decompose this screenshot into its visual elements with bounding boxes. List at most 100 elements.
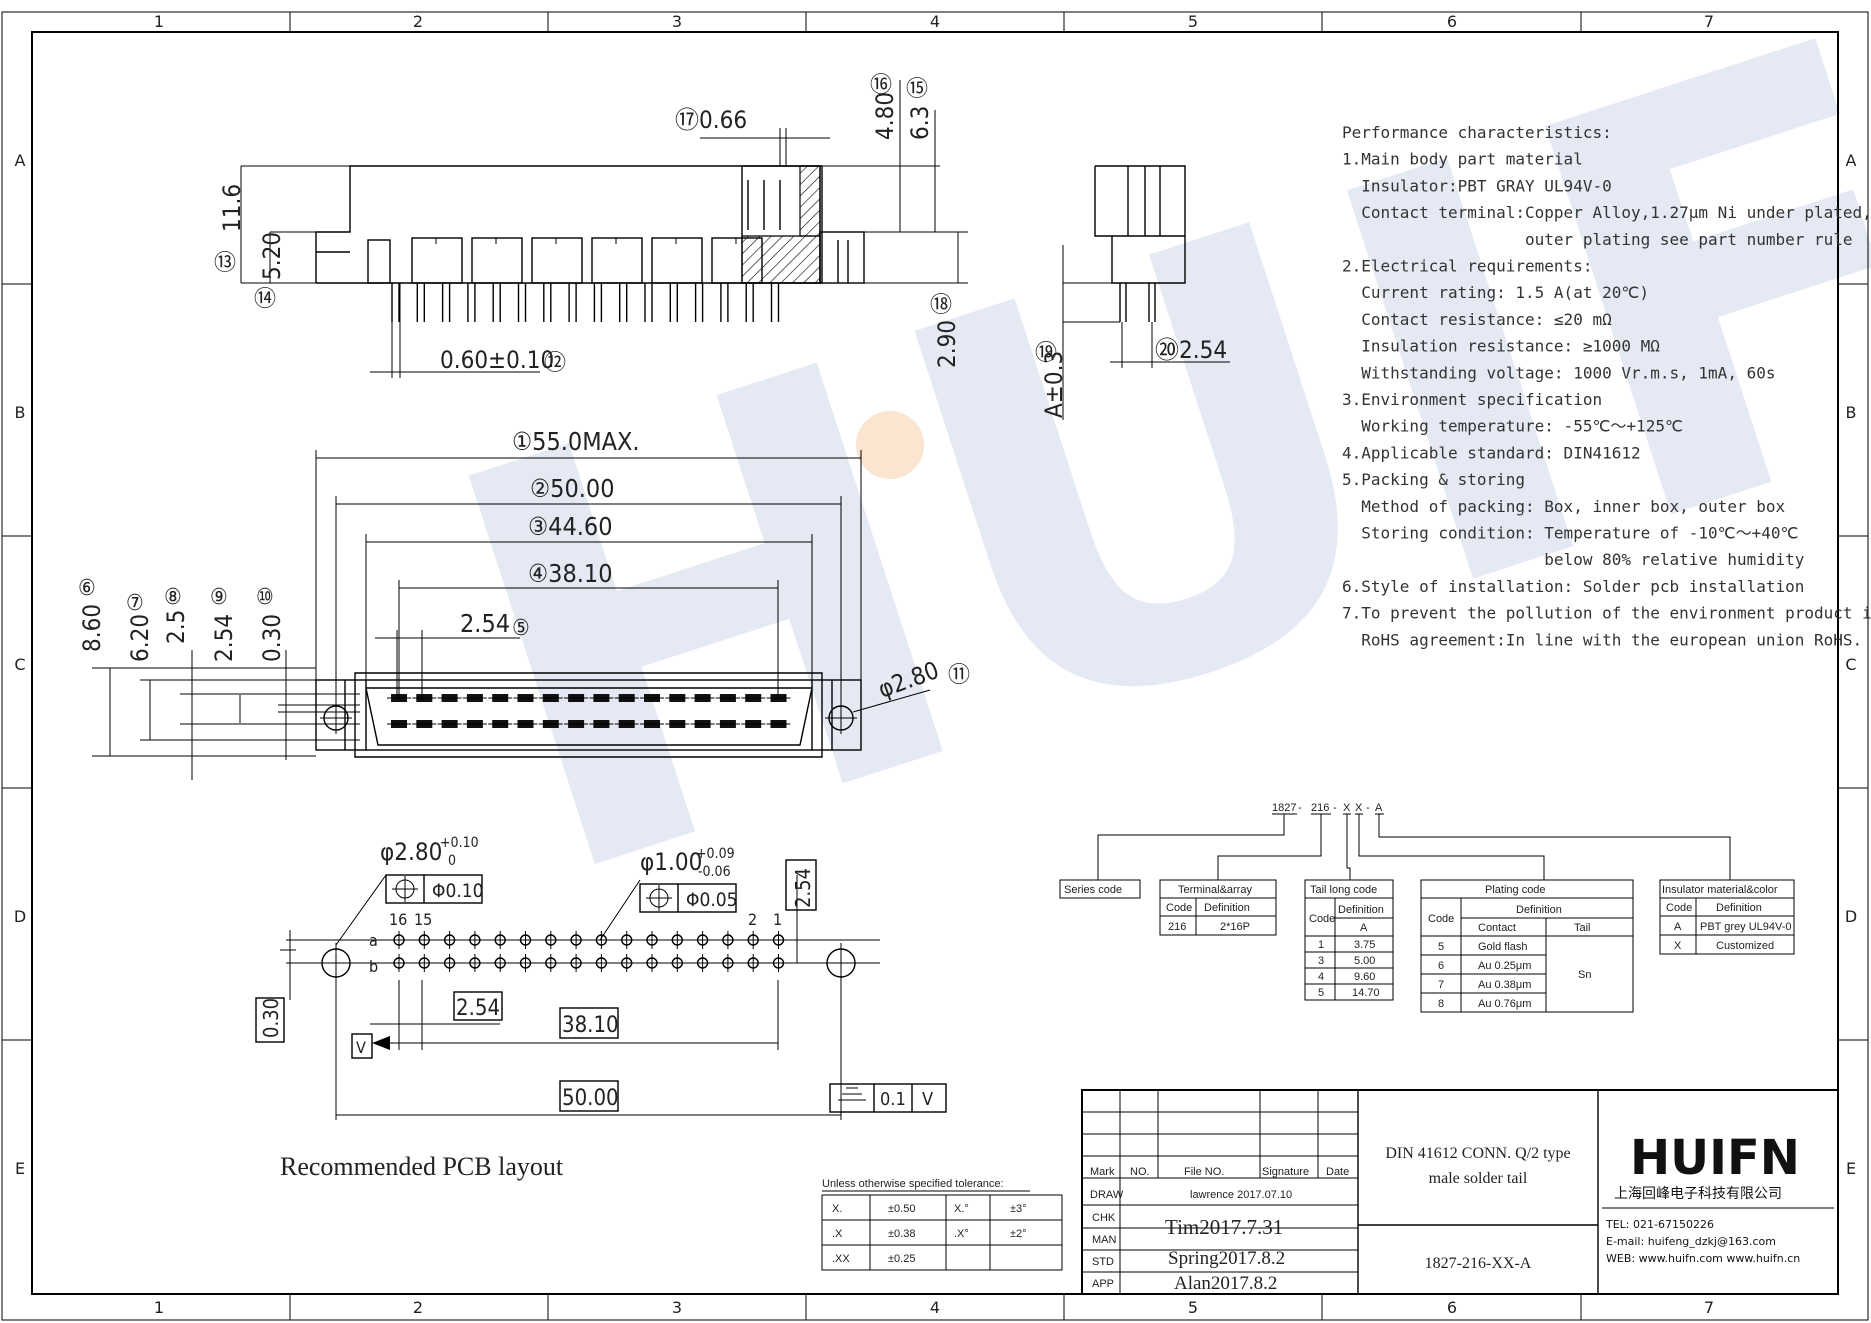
- svg-text:2*16P: 2*16P: [1220, 921, 1250, 933]
- svg-text:216: 216: [1168, 921, 1186, 933]
- performance-line: Working temperature: -55℃～+125℃: [1342, 417, 1683, 436]
- performance-line: outer plating see part number rule: [1342, 230, 1853, 249]
- title-block: Mark NO. File NO. Signature Date DRAW la…: [1081, 1089, 1839, 1295]
- performance-line: Performance characteristics:: [1342, 123, 1612, 142]
- svg-text:⑨: ⑨: [210, 585, 228, 610]
- svg-text:2.90: 2.90: [933, 320, 961, 368]
- svg-text:B: B: [15, 403, 26, 422]
- svg-text:0.30: 0.30: [259, 998, 283, 1038]
- svg-text:Definition: Definition: [1716, 902, 1762, 914]
- svg-text:φ2.80: φ2.80: [380, 838, 442, 866]
- svg-text:±0.25: ±0.25: [888, 1253, 915, 1265]
- svg-text:Terminal&array: Terminal&array: [1178, 884, 1252, 896]
- svg-text:⑬: ⑬: [214, 251, 236, 276]
- performance-line: 6.Style of installation: Solder pcb inst…: [1342, 577, 1804, 596]
- svg-text:⑥: ⑥: [78, 576, 96, 601]
- svg-text:上海回峰电子科技有限公司: 上海回峰电子科技有限公司: [1614, 1186, 1782, 1202]
- svg-text:1: 1: [1318, 939, 1324, 951]
- svg-text:A±0.3: A±0.3: [1040, 351, 1068, 418]
- svg-text:1827-216-XX-A: 1827-216-XX-A: [1425, 1255, 1532, 1272]
- svg-text:X: X: [1355, 802, 1363, 814]
- svg-text:E: E: [15, 1159, 25, 1178]
- svg-text:15: 15: [414, 910, 432, 929]
- svg-text:5: 5: [1438, 941, 1444, 953]
- svg-text:⑦: ⑦: [126, 591, 144, 616]
- svg-text:+0.09: +0.09: [696, 846, 735, 862]
- svg-text:1827: 1827: [1272, 802, 1296, 814]
- svg-text:MAN: MAN: [1092, 1234, 1117, 1246]
- svg-text:D: D: [1845, 907, 1857, 926]
- svg-text:Code: Code: [1166, 902, 1192, 914]
- svg-text:3.75: 3.75: [1354, 939, 1375, 951]
- svg-text:2.54: 2.54: [210, 614, 238, 662]
- svg-text:③44.60: ③44.60: [528, 512, 613, 541]
- part-number-rule: 1827 - 216 - X X - A Series code Termina…: [1059, 802, 1795, 1013]
- svg-text:±0.38: ±0.38: [888, 1228, 915, 1240]
- svg-text:7: 7: [1704, 1298, 1714, 1317]
- svg-text:9.60: 9.60: [1354, 971, 1375, 983]
- svg-text:8: 8: [1438, 998, 1444, 1010]
- svg-text:⑧: ⑧: [164, 585, 182, 610]
- svg-text:Date: Date: [1326, 1166, 1349, 1178]
- svg-text:File NO.: File NO.: [1184, 1166, 1224, 1178]
- svg-text:Plating code: Plating code: [1485, 884, 1546, 896]
- svg-text:0: 0: [448, 853, 456, 869]
- performance-line: Contact terminal:Copper Alloy,1.27μm Ni …: [1342, 203, 1871, 222]
- svg-text:X.: X.: [832, 1203, 842, 1215]
- svg-text:⑱: ⑱: [930, 293, 952, 318]
- svg-text:3: 3: [672, 1298, 682, 1317]
- svg-text:4: 4: [930, 12, 940, 31]
- svg-text:-0.06: -0.06: [698, 864, 731, 880]
- svg-text:E: E: [1846, 1159, 1856, 1178]
- svg-text:Φ0.10: Φ0.10: [432, 880, 484, 902]
- svg-text:⑫: ⑫: [544, 351, 566, 376]
- side-view: ⑰0.66 11.6 ⑬ 5.20 ⑭ 4.80 ⑯ 6.3 ⑮ 2.90 ⑱ …: [214, 73, 968, 378]
- pin-pocket: [471, 237, 523, 284]
- svg-text:⑲: ⑲: [1035, 341, 1057, 366]
- performance-line: Method of packing: Box, inner box, outer…: [1342, 497, 1785, 516]
- svg-text:5.00: 5.00: [1354, 955, 1375, 967]
- svg-text:.X°: .X°: [954, 1228, 969, 1240]
- pcb-layout: φ2.80 +0.10 0 Φ0.10 φ1.00 +0.09 -0.06 Φ0…: [255, 835, 947, 1181]
- end-view: A±0.3 ⑲ ⑳2.54: [1035, 165, 1230, 420]
- performance-line: Contact resistance: ≤20 mΩ: [1342, 310, 1612, 329]
- svg-text:Unless otherwise specified tol: Unless otherwise specified tolerance:: [822, 1178, 1004, 1190]
- svg-text:A: A: [1360, 922, 1368, 934]
- svg-text:⑭: ⑭: [254, 287, 276, 312]
- pin-pocket: [411, 237, 463, 284]
- svg-text:lawrence 2017.07.10: lawrence 2017.07.10: [1190, 1189, 1292, 1201]
- svg-text:Series code: Series code: [1064, 884, 1122, 896]
- svg-text:1: 1: [154, 1298, 164, 1317]
- performance-line: 3.Environment specification: [1342, 390, 1602, 409]
- svg-text:.X: .X: [832, 1228, 843, 1240]
- svg-text:2.54: 2.54: [460, 609, 510, 638]
- svg-text:5.20: 5.20: [258, 232, 286, 280]
- svg-text:Contact: Contact: [1478, 922, 1516, 934]
- svg-text:Alan2017.8.2: Alan2017.8.2: [1174, 1273, 1277, 1294]
- svg-text:1: 1: [773, 910, 782, 929]
- svg-text:TEL: 021-67150226: TEL: 021-67150226: [1605, 1218, 1714, 1231]
- svg-text:Tail long code: Tail long code: [1310, 884, 1377, 896]
- svg-text:2.54: 2.54: [456, 996, 500, 1021]
- svg-text:Sn: Sn: [1578, 969, 1591, 981]
- performance-line: 7.To prevent the pollution of the enviro…: [1342, 604, 1871, 623]
- svg-text:6.3: 6.3: [906, 106, 934, 140]
- svg-text:Recommended PCB layout: Recommended PCB layout: [280, 1152, 564, 1181]
- performance-characteristics: Performance characteristics:1.Main body …: [1342, 123, 1871, 649]
- performance-line: Current rating: 1.5 A(at 20℃): [1342, 283, 1649, 302]
- svg-text:2: 2: [748, 910, 757, 929]
- svg-text:⑩: ⑩: [256, 585, 274, 610]
- performance-line: Insulation resistance: ≥1000 MΩ: [1342, 337, 1660, 356]
- svg-text:a: a: [369, 931, 378, 950]
- svg-text:⑰0.66: ⑰0.66: [675, 106, 747, 134]
- svg-text:.XX: .XX: [832, 1253, 850, 1265]
- svg-text:2.54: 2.54: [791, 868, 815, 908]
- svg-text:Insulator material&color: Insulator material&color: [1662, 884, 1778, 896]
- svg-text:Customized: Customized: [1716, 940, 1774, 952]
- pin-pocket: [531, 237, 583, 284]
- pin-pocket: [591, 237, 643, 284]
- svg-text:7: 7: [1438, 979, 1444, 991]
- svg-text:11.6: 11.6: [218, 184, 246, 232]
- performance-line: Storing condition: Temperature of -10℃～+…: [1342, 524, 1799, 543]
- tolerance-table: Unless otherwise specified tolerance: X.…: [821, 1178, 1063, 1271]
